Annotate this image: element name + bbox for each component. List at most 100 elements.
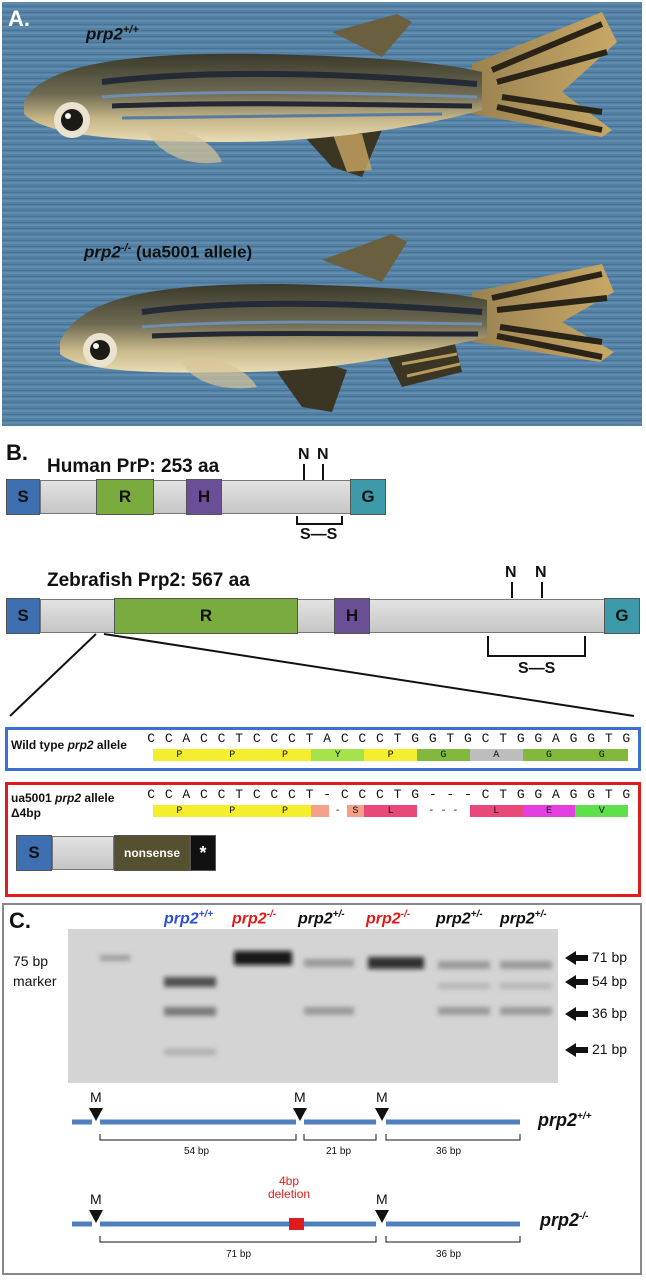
wt-fragment-1: 54 bp <box>184 1146 210 1157</box>
nucleotide: C <box>164 787 173 802</box>
human-disulfide-label: S—S <box>300 526 338 543</box>
nucleotide: T <box>305 787 314 802</box>
nucleotide: A <box>182 731 191 746</box>
zebrafish-signal-domain: S <box>6 598 40 634</box>
amino-acid: - <box>329 805 347 817</box>
nucleotide: T <box>499 731 508 746</box>
nucleotide: C <box>358 731 367 746</box>
nucleotide: C <box>376 731 384 746</box>
stop-codon: * <box>190 835 216 871</box>
nucleotide: C <box>200 731 208 746</box>
zebrafish-hydrophobic-domain: H <box>334 598 370 634</box>
fish-photo-panel: A. prp2+/+ prp2-/- (ua5001 allele) <box>2 2 642 426</box>
zoom-lines <box>9 633 635 717</box>
nucleotide: C <box>200 787 208 802</box>
nucleotide: C <box>252 731 261 746</box>
lane-label: prp2-/- <box>366 909 411 928</box>
deletion-marker <box>289 1218 304 1230</box>
wt-fragment-3: 36 bp <box>436 1146 462 1157</box>
nucleotide: G <box>569 731 578 746</box>
nucleotide: G <box>411 787 420 802</box>
nucleotide: T <box>235 731 244 746</box>
lane-label: prp2+/- <box>500 909 547 928</box>
band-size-label: 54 bp <box>592 973 628 989</box>
nucleotide: G <box>534 787 543 802</box>
nucleotide: C <box>217 787 226 802</box>
human-hydrophobic-domain: H <box>186 479 222 515</box>
nucleotide: T <box>235 787 244 802</box>
mutant-allele-label: ua5001 prp2 allele Δ4bp <box>11 791 115 820</box>
band-arrow-icon <box>565 1007 588 1021</box>
panel-a-label: A. <box>8 6 30 31</box>
panel-c-label: C. <box>9 908 31 933</box>
band-arrow-icon <box>565 1043 588 1057</box>
amino-acid: G <box>575 749 629 761</box>
nucleotide: G <box>464 731 472 746</box>
amino-acid: V <box>575 805 629 817</box>
mut-fragment-2: 36 bp <box>436 1249 462 1260</box>
nucleotide: T <box>305 731 314 746</box>
band-size-label: 21 bp <box>592 1041 628 1057</box>
lane-label: prp2+/+ <box>164 909 214 928</box>
wt-site-1: M <box>90 1089 102 1105</box>
nucleotide: C <box>147 731 156 746</box>
band-size-label: 36 bp <box>592 1005 628 1021</box>
nucleotide: G <box>534 731 543 746</box>
human-prp-title: Human PrP: 253 aa <box>47 456 220 477</box>
amino-acid: S <box>346 805 365 817</box>
wt-site-3: M <box>376 1089 388 1105</box>
zebrafish-disulfide-label: S—S <box>518 660 556 677</box>
wt-site-2: M <box>294 1089 306 1105</box>
nucleotide: G <box>622 787 631 802</box>
wildtype-fish <box>24 12 617 177</box>
mutant-fish <box>60 234 614 412</box>
amino-acid <box>311 805 329 817</box>
nucleotide: C <box>217 731 226 746</box>
human-signal-domain: S <box>6 479 40 515</box>
nucleotide: C <box>252 787 261 802</box>
wildtype-restriction-map <box>72 1108 521 1141</box>
amino-acid: P <box>153 805 206 817</box>
mutant-sequence-box <box>5 782 641 897</box>
amino-acid: Y <box>311 749 365 761</box>
human-glyco-site-1: N <box>298 446 310 463</box>
nucleotide: C <box>270 731 279 746</box>
band-arrow-icon <box>565 951 588 965</box>
mutant-restriction-map <box>72 1210 521 1243</box>
nucleotide: C <box>340 731 349 746</box>
amino-acid: P <box>364 749 417 761</box>
lane-label: prp2+/- <box>298 909 345 928</box>
nucleotide: A <box>182 787 191 802</box>
amino-acid: L <box>469 805 523 817</box>
panel-b-label: B. <box>6 440 28 465</box>
nucleotide: C <box>340 787 349 802</box>
amino-acid: P <box>153 749 206 761</box>
human-glyco-site-2: N <box>317 446 329 463</box>
nucleotide: C <box>288 731 296 746</box>
lane-label: prp2+/- <box>436 909 483 928</box>
amino-acid: G <box>522 749 576 761</box>
nucleotide: A <box>552 731 560 746</box>
amino-acid: - - - <box>417 805 470 817</box>
amino-acid: E <box>522 805 576 817</box>
wildtype-allele-label: Wild type prp2 allele <box>11 738 127 752</box>
nucleotide: C <box>147 787 156 802</box>
mut-fragment-1: 71 bp <box>226 1249 252 1260</box>
zebrafish-glyco-site-1: N <box>505 564 517 581</box>
amino-acid: P <box>205 749 259 761</box>
wildtype-sequence-box <box>5 727 641 771</box>
nucleotide: T <box>393 787 402 802</box>
nucleotide: G <box>411 731 420 746</box>
nucleotide: - <box>428 787 437 802</box>
nucleotide: C <box>270 787 279 802</box>
truncated-signal-domain: S <box>16 835 52 871</box>
truncated-bar <box>52 836 114 870</box>
wildtype-fish-label: prp2+/+ <box>86 24 139 44</box>
zebrafish-photo <box>2 2 642 426</box>
